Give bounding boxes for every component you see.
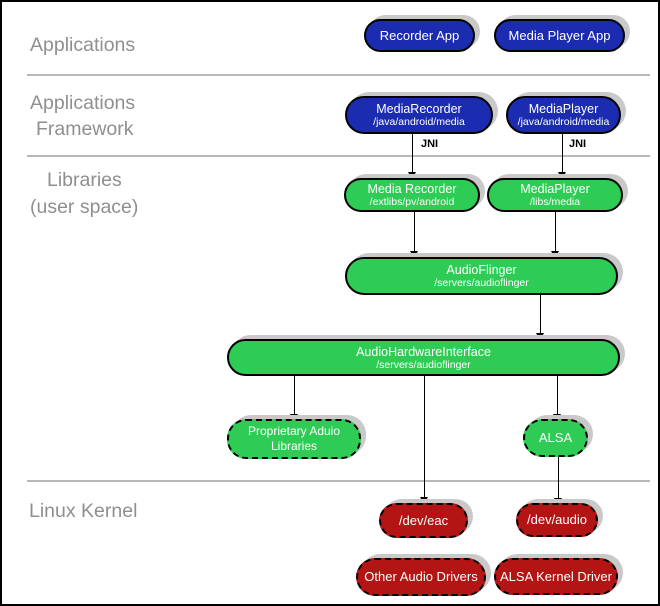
arrow-mediarecorder-jni bbox=[407, 134, 416, 179]
arrow-ahi-to-dev-eac bbox=[419, 376, 428, 504]
arrow-playerlib-to-audioflinger bbox=[550, 212, 559, 258]
divider-libraries-kernel bbox=[27, 480, 650, 482]
row-label-applications: Applications bbox=[30, 34, 136, 56]
node-alsa: ALSA bbox=[523, 419, 588, 457]
node-mediaplayer-lib: MediaPlayer /libs/media bbox=[487, 178, 623, 212]
node-media-recorder-lib: Media Recorder /extlibs/pv/android bbox=[344, 178, 480, 212]
row-label-libraries-user-space: Libraries (user space) bbox=[30, 169, 139, 218]
node-audioflinger: AudioFlinger /servers/audioflinger bbox=[345, 257, 618, 295]
arrow-alsa-to-dev-audio bbox=[553, 457, 562, 505]
node-audiohardwareinterface: AudioHardwareInterface /servers/audiofli… bbox=[227, 339, 620, 376]
row-label-applications-framework: Applications Framework bbox=[30, 92, 136, 140]
divider-framework-libraries bbox=[27, 155, 650, 157]
node-proprietary-audio-libraries: Proprietary Aduio Libraries bbox=[227, 419, 361, 459]
divider-applications-framework bbox=[27, 74, 650, 76]
arrow-mediaplayer-jni bbox=[557, 134, 566, 179]
node-alsa-kernel-driver: ALSA Kernel Driver bbox=[494, 558, 618, 595]
arrow-audioflinger-to-ahi bbox=[535, 295, 544, 340]
node-recorder-app: Recorder App bbox=[364, 19, 475, 52]
node-media-player-app: Media Player App bbox=[494, 19, 625, 52]
arrow-ahi-to-proprietary bbox=[289, 376, 298, 421]
jni-label-right: JNI bbox=[569, 138, 587, 150]
node-other-audio-drivers: Other Audio Drivers bbox=[356, 558, 486, 596]
jni-label-left: JNI bbox=[421, 138, 439, 150]
arrow-ahi-to-alsa bbox=[552, 376, 561, 421]
node-mediaplayer-framework: MediaPlayer /java/android/media bbox=[506, 96, 621, 134]
arrow-recorderlib-to-audioflinger bbox=[409, 212, 418, 258]
node-dev-audio: /dev/audio bbox=[516, 503, 598, 537]
node-dev-eac: /dev/eac bbox=[379, 503, 468, 538]
node-mediarecorder-framework: MediaRecorder /java/android/media bbox=[345, 96, 493, 134]
row-label-linux-kernel: Linux Kernel bbox=[29, 500, 138, 522]
